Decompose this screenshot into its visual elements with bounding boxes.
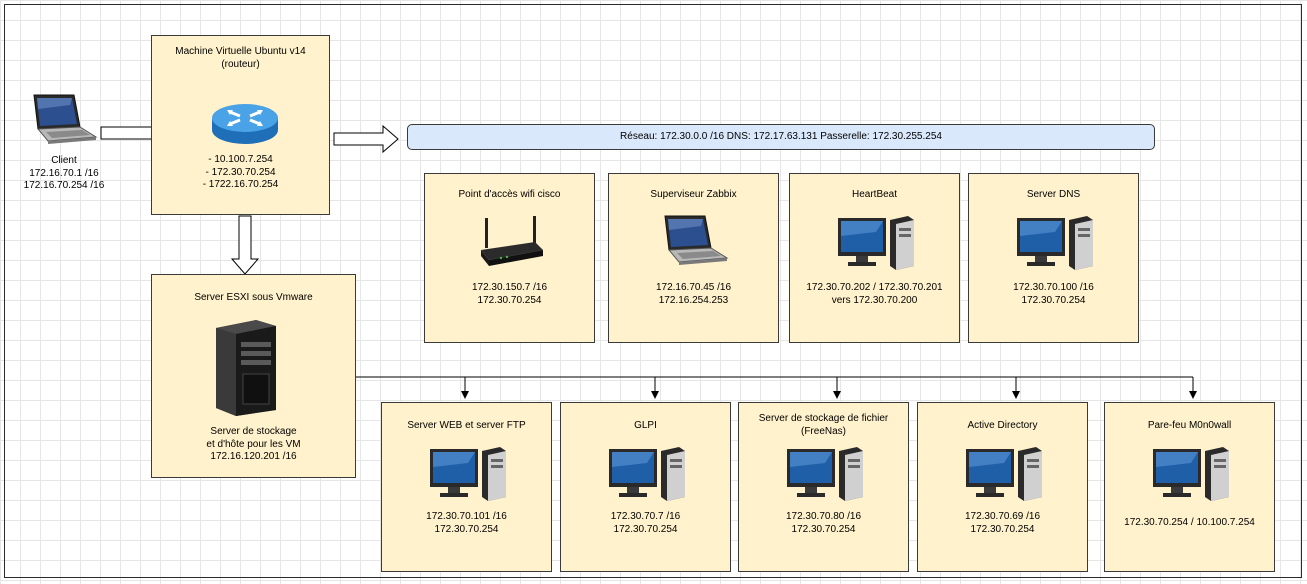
esxi-title: Server ESXI sous Vmware <box>194 292 313 303</box>
node-wifi-ap: Point d'accès wifi cisco 172.30.150.7 /1… <box>424 173 595 343</box>
network-bar: Réseau: 172.30.0.0 /16 DNS: 172.17.63.13… <box>407 124 1155 150</box>
esxi-desc-line: Server de stockage <box>210 426 297 437</box>
diagram-frame <box>4 4 1302 578</box>
node-ip-line: 172.16.70.45 /16 <box>655 282 732 293</box>
node-active-directory: Active Directory 172.30.70.69 /16 172.30… <box>917 402 1088 572</box>
node-title: HeartBeat <box>851 189 898 200</box>
node-glpi: GLPI 172.30.70.7 /16 172.30.70.254 <box>560 402 731 572</box>
esxi-node: Server ESXI sous Vmware Server de stocka… <box>151 274 356 478</box>
node-title: Pare-feu M0n0wall <box>1147 420 1232 431</box>
router-icon <box>212 104 278 144</box>
node-ip-line: 172.30.150.7 /16 <box>471 282 548 293</box>
laptop-icon <box>33 94 98 144</box>
node-freenas: Server de stockage de fichier (FreeNas) … <box>738 402 909 572</box>
node-title: Active Directory <box>967 420 1038 431</box>
node-heartbeat: HeartBeat 172.30.70.202 / 172.30.70.201 … <box>789 173 960 343</box>
node-title: Superviseur Zabbix <box>650 189 737 200</box>
desktop-computer-icon <box>787 447 863 501</box>
wifi-router-icon <box>481 216 543 266</box>
node-ip-line: 172.30.70.254 <box>970 523 1035 535</box>
node-ip-line: 172.16.254.253 <box>658 294 729 306</box>
node-ip-line: vers 172.30.70.200 <box>831 294 918 306</box>
node-ip-line: 172.30.70.254 / 10.100.7.254 <box>1124 517 1255 528</box>
node-ip-line: 172.30.70.202 / 172.30.70.201 <box>806 282 943 293</box>
router-ip-line: - 172.30.70.254 <box>205 166 276 178</box>
esxi-desc-line: et d'hôte pour les VM <box>206 438 301 450</box>
node-ip-line: 172.30.70.7 /16 <box>610 511 681 522</box>
server-tower-icon <box>216 320 276 416</box>
node-title: Server WEB et server FTP <box>407 420 526 431</box>
node-subtitle: (FreeNas) <box>800 425 846 437</box>
desktop-computer-icon <box>1153 447 1229 501</box>
client-label-line: Client <box>51 155 77 166</box>
node-firewall: Pare-feu M0n0wall 172.30.70.254 / 10.100… <box>1104 402 1275 572</box>
node-ip-line: 172.30.70.101 /16 <box>426 511 507 522</box>
node-dns: Server DNS 172.30.70.100 /16 172.30.70.2… <box>968 173 1139 343</box>
desktop-computer-icon <box>966 447 1042 501</box>
node-ip-line: 172.30.70.69 /16 <box>964 511 1041 522</box>
node-ip-line: 172.30.70.254 <box>1021 294 1086 306</box>
router-ip-line: - 10.100.7.254 <box>208 154 273 165</box>
router-subtitle: (routeur) <box>221 58 260 70</box>
node-title: Point d'accès wifi cisco <box>458 189 561 200</box>
desktop-computer-icon <box>609 447 685 501</box>
node-ip-line: 172.30.70.254 <box>434 523 499 535</box>
node-zabbix: Superviseur Zabbix 172.16.70.45 /16 172.… <box>608 173 779 343</box>
desktop-computer-icon <box>1017 216 1093 270</box>
client-ip-line: 172.16.70.1 /16 <box>29 167 99 179</box>
arrow-router-to-network <box>333 124 399 154</box>
client-ip-line: 172.16.70.254 /16 <box>23 180 105 191</box>
node-title: GLPI <box>634 420 657 431</box>
router-ip-line: - 1722.16.70.254 <box>202 179 279 190</box>
node-ip-line: 172.30.70.254 <box>791 523 856 535</box>
esxi-ip-line: 172.16.120.201 /16 <box>210 451 297 462</box>
node-title: Server DNS <box>1026 189 1081 200</box>
node-ip-line: 172.30.70.254 <box>613 523 678 535</box>
desktop-computer-icon <box>838 216 914 270</box>
node-ip-line: 172.30.70.80 /16 <box>785 511 862 522</box>
router-title: Machine Virtuelle Ubuntu v14 <box>175 46 306 57</box>
router-node: Machine Virtuelle Ubuntu v14 (routeur) -… <box>151 35 330 215</box>
node-ip-line: 172.30.70.254 <box>477 294 542 306</box>
node-web-ftp: Server WEB et server FTP 172.30.70.101 /… <box>381 402 552 572</box>
node-title: Server de stockage de fichier <box>758 413 889 424</box>
desktop-computer-icon <box>430 447 506 501</box>
laptop-icon <box>664 215 729 265</box>
arrow-router-to-esxi <box>230 215 260 275</box>
node-ip-line: 172.30.70.100 /16 <box>1013 282 1094 293</box>
